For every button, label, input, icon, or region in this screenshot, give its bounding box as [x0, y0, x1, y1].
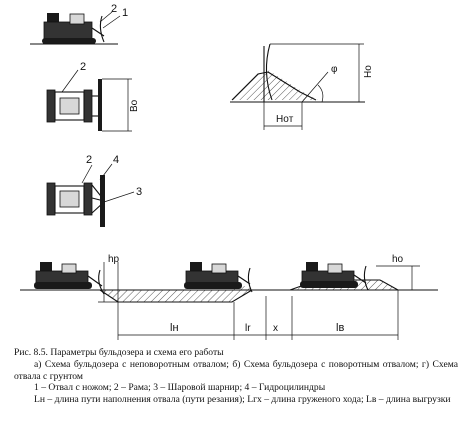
dim-x: x — [273, 323, 278, 334]
blade-profile: Ho φ Hoт — [230, 43, 374, 130]
work-cycle-scheme: hp ho lн lr x lв — [20, 254, 438, 340]
dim-ln: lн — [170, 322, 179, 334]
callout-2b: 2 — [80, 61, 86, 73]
caption-lengths: Lн – длина пути наполнения отвала (пути … — [34, 394, 451, 406]
callout-4: 4 — [113, 154, 119, 166]
bulldozer-top-view-rotating-blade: 2 4 3 — [46, 154, 142, 227]
dim-lr: lr — [245, 323, 251, 334]
caption-parts: 1 – Отвал с ножом; 2 – Рама; 3 – Шаровой… — [34, 382, 326, 394]
caption-schemes: а) Схема бульдозера с неповоротным отвал… — [14, 358, 458, 382]
dim-hot: Hoт — [276, 114, 294, 125]
callout-1: 1 — [122, 7, 128, 19]
dim-phi: φ — [331, 64, 338, 75]
dim-ho-bottom: ho — [392, 254, 404, 265]
caption-title: Рис. 8.5. Параметры бульдозера и схема е… — [14, 347, 224, 358]
figure-caption: Рис. 8.5. Параметры бульдозера и схема е… — [14, 347, 458, 406]
dim-ho: Ho — [363, 65, 374, 78]
callout-2: 2 — [111, 3, 117, 15]
callout-2c: 2 — [86, 154, 92, 166]
dim-lv: lв — [336, 322, 344, 334]
bulldozer-top-view-fixed-blade: Bo 2 — [46, 61, 140, 132]
bulldozer-side-view: 2 1 — [30, 3, 128, 45]
dim-hp: hp — [108, 254, 120, 265]
dim-bo: Bo — [129, 99, 140, 112]
callout-3: 3 — [136, 186, 142, 198]
bulldozer-diagram: 2 1 Bo 2 2 4 3 — [20, 3, 438, 340]
